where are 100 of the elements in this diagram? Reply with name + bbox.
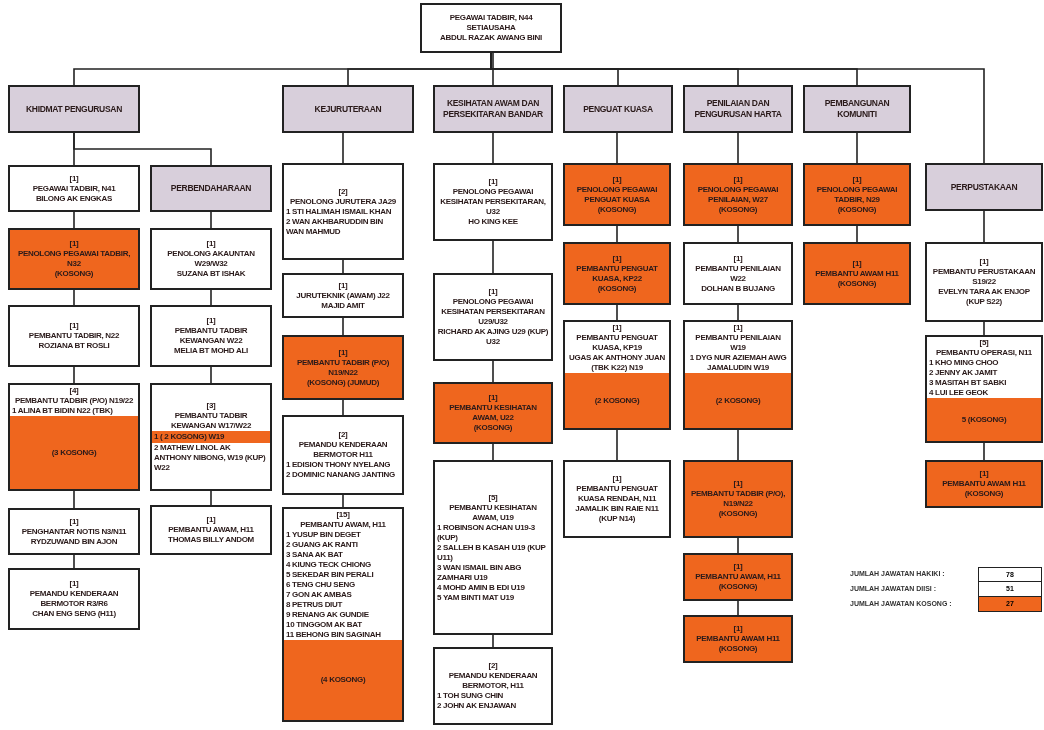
connector-line xyxy=(737,304,739,321)
department-box xyxy=(8,85,140,133)
post-title: PEMBANTU TADBIR (P/O) N19/22 xyxy=(13,396,135,406)
connector-line xyxy=(616,429,618,461)
connector-line xyxy=(73,132,212,166)
connector-line xyxy=(342,132,344,164)
connector-line xyxy=(737,132,739,164)
staff-entry: 3 SANA AK BAT xyxy=(286,550,344,560)
staff-entry: CHAN ENG SENG (H11) xyxy=(31,609,117,619)
position-box xyxy=(8,383,140,491)
post-title: PEMBANTU PENGUAT KUASA RENDAH, N11 xyxy=(575,484,659,504)
position-box xyxy=(563,320,671,430)
post-title: PEMANDU KENDERAAN BERMOTOR H11 xyxy=(297,440,389,460)
staff-entry: (KOSONG) xyxy=(596,204,638,215)
connector-line xyxy=(983,321,985,336)
vacancy-row: 1 ( 2 KOSONG) W19 xyxy=(152,431,270,443)
position-box xyxy=(433,460,553,635)
connector-line xyxy=(210,490,212,506)
post-title: PEGAWAI TADBIR, N44 xyxy=(448,13,534,23)
staff-entry: (KOSONG) (JUMUD) xyxy=(305,377,381,388)
connector-line xyxy=(492,132,494,164)
staff-entry: 8 PETRUS DIUT xyxy=(286,600,344,610)
staff-entry: (KOSONG) xyxy=(717,582,759,592)
post-count: [1] xyxy=(732,624,744,634)
staff-entry: 1 KHO MING CHOO xyxy=(929,358,1000,368)
vacant-position-box xyxy=(563,242,671,305)
post-count: [15] xyxy=(335,510,351,520)
vacancy-row: 5 (KOSONG) xyxy=(927,398,1041,441)
department-name: KESIHATAN AWAM DAN PERSEKITARAN BANDAR xyxy=(442,98,544,120)
post-title: PENOLONG PEGAWAI KESIHATAN PERSEKITARAN, U32 xyxy=(439,187,547,217)
connector-line xyxy=(73,211,75,229)
staff-entry: (KOSONG) xyxy=(836,204,878,215)
staff-entry: HO KING KEE xyxy=(467,217,519,227)
post-count: [1] xyxy=(611,253,623,264)
post-count: [1] xyxy=(487,393,499,403)
staff-entry: (KOSONG) xyxy=(596,283,638,294)
post-title: PEMBANTU TADBIR KEWANGAN W22 xyxy=(173,326,249,346)
post-count: [1] xyxy=(487,287,499,297)
staff-entry: JAMALIK BIN RAIE N11 (KUP N14) xyxy=(574,504,660,524)
post-title: PEMBANTU AWAM, H11 xyxy=(299,520,387,530)
connector-line xyxy=(342,494,344,508)
post-count: [5] xyxy=(487,492,499,503)
staff-entry: 1 ROBINSON ACHAN U19-3 (KUP) xyxy=(437,522,536,543)
connector-line xyxy=(210,366,212,384)
staff-entry: 1 DYG NUR AZIEMAH AWG JAMALUDIN W19 xyxy=(688,353,788,373)
vacancy-row: (4 KOSONG) xyxy=(284,640,402,720)
post-count: [1] xyxy=(732,323,744,333)
connector-line xyxy=(737,225,739,243)
connector-line xyxy=(210,289,212,306)
position-box xyxy=(282,507,404,722)
post-title: PEMBANTU TADBIR KEWANGAN W17/W22 xyxy=(169,411,253,431)
staff-entry: (KOSONG) xyxy=(717,204,759,215)
position-box xyxy=(282,163,404,260)
department-name: PENGUAT KUASA xyxy=(582,103,654,115)
staff-entry: (KOSONG) xyxy=(717,509,759,519)
position-box xyxy=(8,165,140,212)
post-count: [1] xyxy=(205,515,217,525)
department-box xyxy=(433,85,553,133)
staff-entry: RYDZUWAND BIN AJON xyxy=(29,536,119,547)
post-count: [1] xyxy=(978,469,990,479)
staff-entry: 2 WAN AKHBARUDDIN BIN WAN MAHMUD xyxy=(286,216,384,237)
post-title: PEMBANTU PENGUAT KUASA, KP19 xyxy=(575,333,659,353)
vacancy-row: (2 KOSONG) xyxy=(565,373,669,428)
post-title: PEMBANTU AWAM H11 xyxy=(814,268,900,279)
post-count: [1] xyxy=(611,323,623,333)
post-count: [1] xyxy=(205,316,217,326)
post-title: PEMBANTU AWAM H11 xyxy=(941,479,1027,489)
connector-line xyxy=(737,537,739,554)
post-count: [1] xyxy=(68,321,80,331)
connector-line xyxy=(73,554,75,569)
staff-entry: 5 SEKEDAR BIN PERALI xyxy=(286,570,375,580)
position-box xyxy=(420,3,562,53)
post-count: [2] xyxy=(337,430,349,440)
department-box xyxy=(925,163,1043,211)
post-title: PEMBANTU OPERASI, N11 xyxy=(935,348,1033,358)
post-title: PEMBANTU PENGUAT KUASA, KP22 xyxy=(575,263,659,284)
post-title: PENGHANTAR NOTIS N3/N11 xyxy=(20,526,128,537)
vacant-position-box xyxy=(683,615,793,663)
connector-line xyxy=(492,634,494,648)
post-title: PENOLONG PEGAWAI TADBIR, N29 xyxy=(815,184,899,205)
staff-entry: 6 TENG CHU SENG xyxy=(286,580,356,590)
post-count: [1] xyxy=(732,479,744,489)
post-title: PENOLONG PEGAWAI KESIHATAN PERSEKITARAN U29/U32 xyxy=(440,297,546,327)
connector-line xyxy=(616,132,618,164)
vacancy-row: (2 KOSONG) xyxy=(685,373,791,428)
vacant-position-box xyxy=(803,163,911,226)
post-title: PEMBANTU AWAM H11 xyxy=(695,634,781,644)
department-name: KEJURUTERAAN xyxy=(313,103,383,115)
staff-entry: 2 DOMINIC NANANG JANTING xyxy=(286,470,396,480)
staff-entry: 2 SALLEH B KASAH U19 (KUP U11) xyxy=(437,542,547,563)
post-title: PENOLONG PEGAWAI PENGUAT KUASA xyxy=(575,184,659,205)
post-title: PENOLONG PEGAWAI PENILAIAN, W27 xyxy=(696,184,780,205)
position-box xyxy=(8,305,140,367)
connector-line xyxy=(856,225,858,243)
staff-entry: (KOSONG) xyxy=(472,423,514,433)
department-name: PEMBANGUNAN KOMUNITI xyxy=(823,98,891,120)
position-box xyxy=(683,320,793,430)
position-box xyxy=(150,505,272,555)
staff-entry: (KOSONG) xyxy=(53,269,95,279)
post-count: [2] xyxy=(487,661,499,671)
